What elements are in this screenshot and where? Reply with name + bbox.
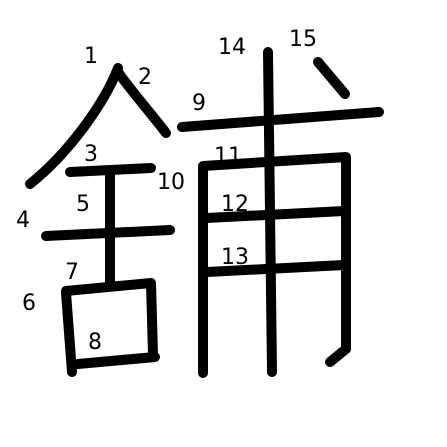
- stroke-number-labels: 1 2 3 4 5 6 7 8 9 10 11 12 13 14 15: [16, 27, 317, 355]
- stroke-number-7: 7: [65, 260, 79, 285]
- stroke-number-3: 3: [84, 142, 98, 167]
- stroke-number-9: 9: [192, 91, 206, 116]
- stroke-3: [65, 163, 156, 177]
- stroke-1: [25, 63, 123, 189]
- stroke-number-10: 10: [157, 170, 185, 195]
- stroke-2: [113, 67, 171, 138]
- stroke-14: [263, 47, 277, 377]
- stroke-number-5: 5: [76, 192, 90, 217]
- stroke-6: [61, 288, 77, 377]
- stroke-number-13: 13: [221, 245, 249, 270]
- stroke-number-8: 8: [88, 330, 102, 355]
- stroke-11: [198, 152, 351, 367]
- stroke-number-1: 1: [84, 44, 98, 69]
- stroke-number-4: 4: [16, 208, 30, 233]
- stroke-9: [177, 107, 384, 132]
- stroke-number-2: 2: [138, 65, 152, 90]
- stroke-number-15: 15: [289, 27, 317, 52]
- stroke-number-12: 12: [221, 192, 249, 217]
- stroke-7: [61, 278, 158, 360]
- stroke-15: [313, 57, 350, 99]
- stroke-8: [73, 352, 160, 369]
- stroke-12: [202, 206, 349, 223]
- stroke-number-11: 11: [214, 144, 242, 169]
- stroke-number-14: 14: [218, 35, 246, 60]
- character-strokes: [25, 47, 384, 378]
- stroke-number-6: 6: [22, 291, 36, 316]
